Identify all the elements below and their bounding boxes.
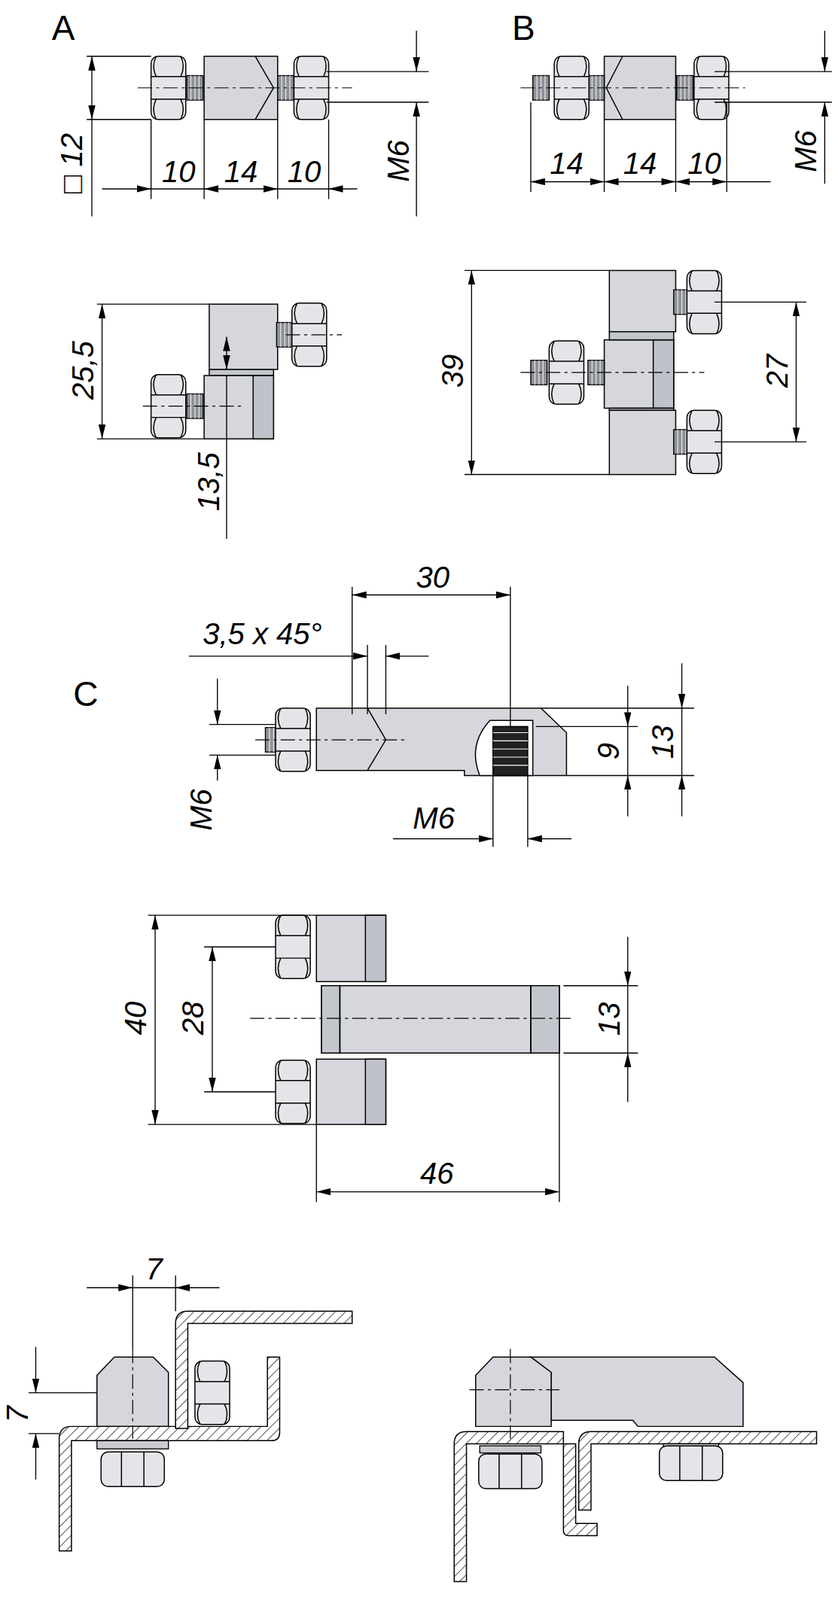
dimension-label: 9 <box>593 741 624 762</box>
dimension-label: M6 <box>185 788 217 834</box>
dimension-label: 40 <box>120 1000 151 1038</box>
view-letter: A <box>50 10 77 46</box>
dimension-label: 14 <box>548 148 586 179</box>
view-letter: B <box>510 10 537 46</box>
dimension-label: 14 <box>621 148 659 179</box>
dimension-label: 30 <box>414 562 452 593</box>
dimension-label: 3,5 x 45° <box>201 618 324 650</box>
dimension-label: □ 12 <box>56 131 87 196</box>
dimension-label: 10 <box>685 148 723 179</box>
dimension-label: 27 <box>761 353 793 391</box>
view-letter: C <box>71 676 100 712</box>
dimension-label: 10 <box>286 156 324 187</box>
dimension-label: 39 <box>437 353 468 391</box>
dimension-label: 13 <box>647 723 678 761</box>
dimension-label: 7 <box>2 1404 33 1425</box>
dimension-label: 28 <box>177 1000 208 1038</box>
dimension-label: M6 <box>383 138 414 184</box>
dimension-label: M6 <box>411 803 457 834</box>
dimension-label: 10 <box>160 156 198 187</box>
dimension-label: 7 <box>144 1254 165 1285</box>
dimension-label: 25,5 <box>67 339 98 402</box>
dimension-label: 14 <box>222 156 260 187</box>
dimension-label: M6 <box>790 128 821 174</box>
dimension-label: 13 <box>594 1001 625 1039</box>
dimension-label: 13,5 <box>193 450 224 513</box>
dimension-label: 46 <box>418 1158 456 1189</box>
